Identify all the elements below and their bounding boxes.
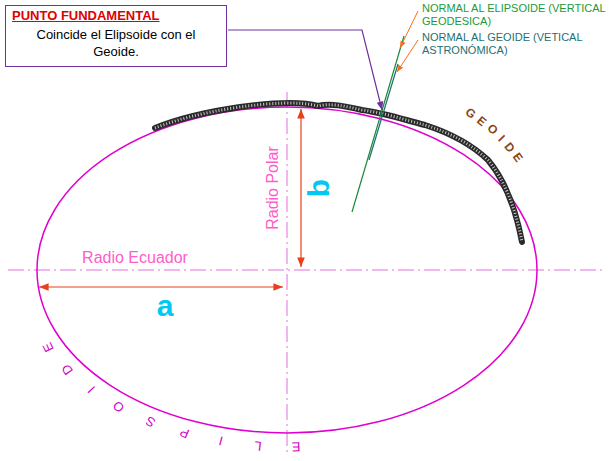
geoid-hatch [155,103,522,242]
dimension-line [39,286,283,287]
label-letter: I [85,383,98,396]
label-letter: D [501,140,517,156]
leader-line [397,40,418,72]
label-letter: P [178,424,192,441]
label-letter: I [495,133,507,145]
box-body: Coincide el Elipsoide con el Geoide. [12,27,220,60]
dimension-line [300,109,301,267]
label-letter: I [217,433,224,448]
axis-label: Radio Polar [264,146,282,230]
label-letter: E [40,340,57,354]
geoid-band [155,103,522,242]
normal-label: NORMAL AL ELIPSOIDE (VERTICAL GEODESICA) [422,2,608,27]
leader-line [400,11,418,48]
geoid-normal [369,64,398,160]
ellipsoid-normal [352,36,404,212]
normal-label: NORMAL AL GEOIDE (VETICAL ASTRONÓMICA) [422,31,608,56]
label-letter: S [143,412,158,429]
label-letter: E [292,438,301,453]
label-letter: E [509,151,525,166]
callout-box: PUNTO FUNDAMENTAL Coincide el Elipsoide c… [5,5,227,67]
ellipsoid [37,107,537,433]
axis-label: Radio Ecuador [82,249,188,267]
label-letter: G [462,106,478,123]
leader-line [228,30,382,110]
label-letter: O [111,397,128,415]
label-letter: O [484,122,500,138]
label-letter: L [254,437,263,453]
equator-axis [8,270,604,271]
label-letter: E [473,114,488,130]
polar-axis [287,92,288,456]
label-letter: D [59,361,77,377]
dimension-label: a [157,289,174,324]
dimension-label: b [302,179,337,197]
box-heading: PUNTO FUNDAMENTAL [12,8,220,24]
